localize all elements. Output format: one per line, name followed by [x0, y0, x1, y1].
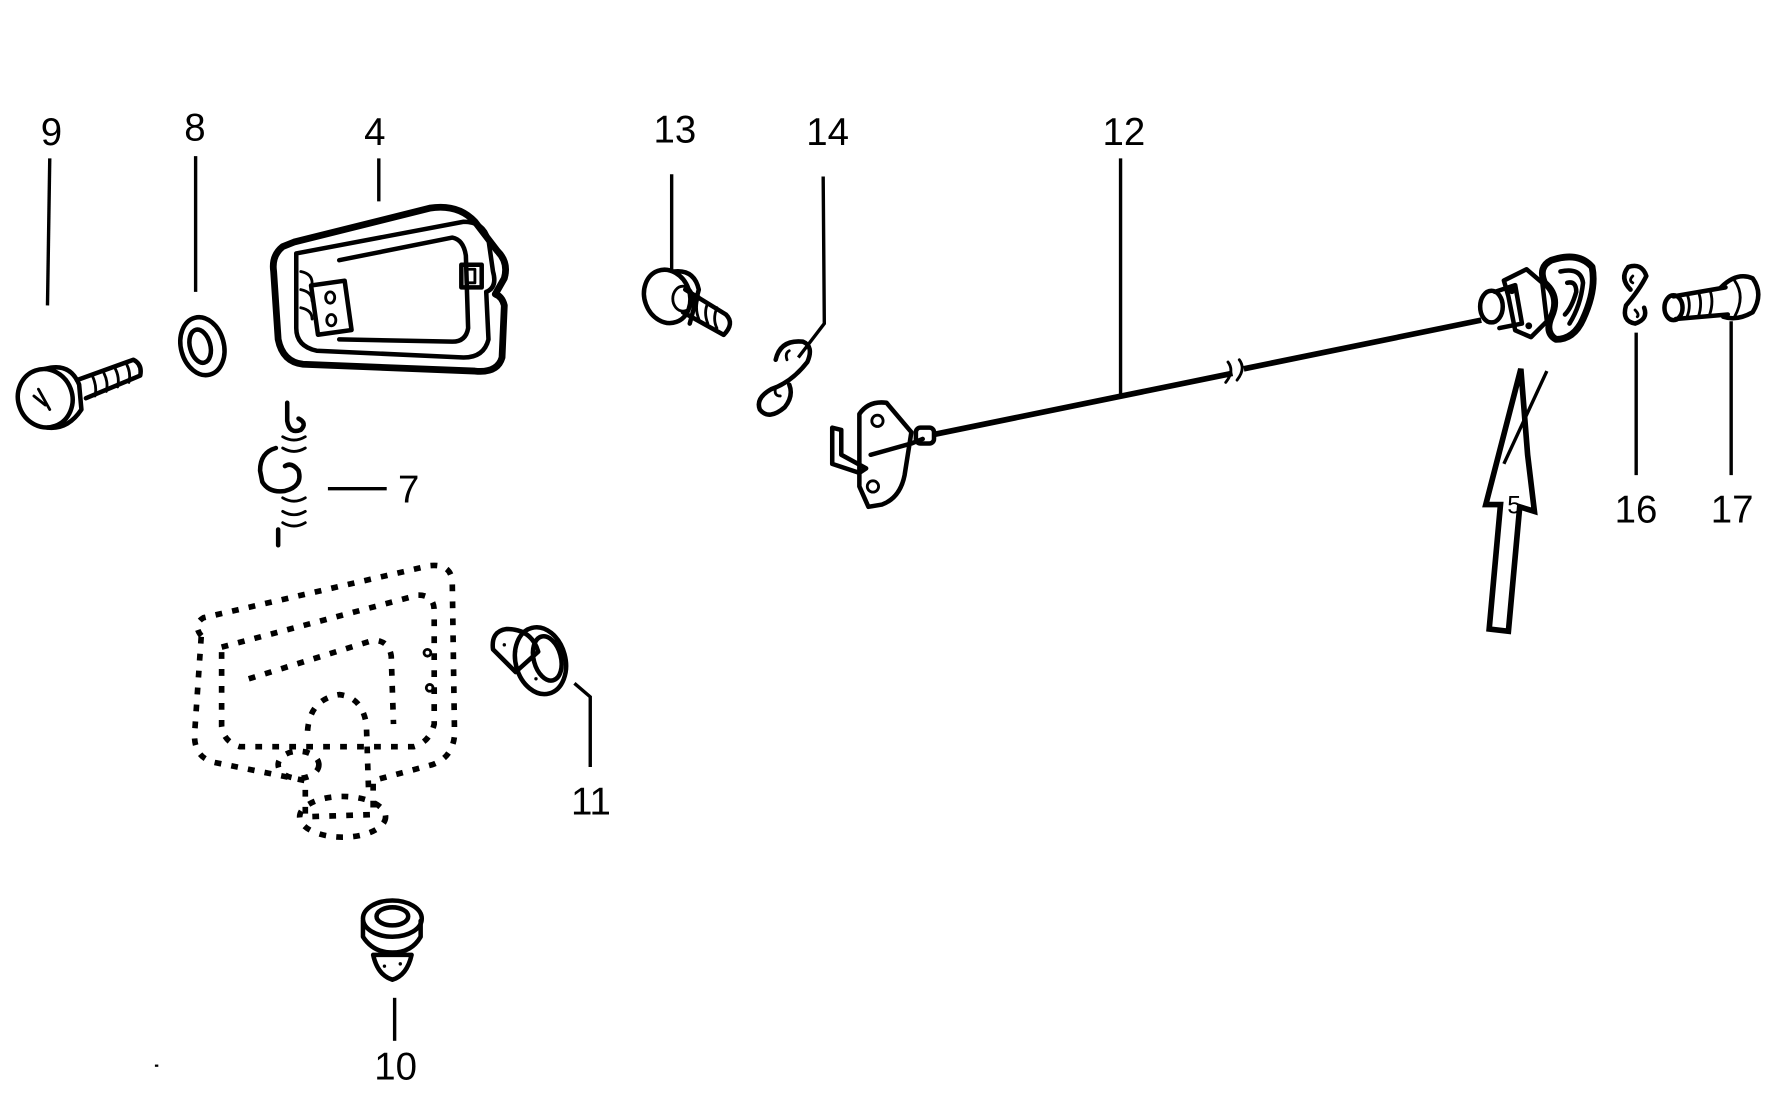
callout-12: 12 — [1102, 111, 1145, 154]
callout-5: 5 — [1507, 492, 1521, 520]
cable-line — [933, 370, 1234, 438]
callout-7: 7 — [398, 468, 419, 511]
washer-icon — [178, 314, 227, 378]
arrow-indicator-icon — [1482, 368, 1538, 635]
cable-end-fitting-icon — [1477, 266, 1550, 340]
part-7-spring: 7 — [257, 400, 419, 548]
callout-17: 17 — [1711, 489, 1754, 532]
cable-bracket-icon — [829, 400, 937, 510]
screw-icon — [641, 267, 733, 338]
part-8-washer: 8 — [178, 106, 227, 378]
callout-13: 13 — [654, 109, 697, 152]
callout-9: 9 — [41, 111, 62, 154]
callout-8: 8 — [184, 106, 205, 149]
leader-5 — [1502, 370, 1549, 465]
part-9-screw: 9 — [15, 111, 143, 431]
part-11-grommet: 11 — [490, 625, 611, 824]
part-12-cable: 12 — [829, 111, 1482, 510]
leader-11 — [573, 682, 592, 768]
callout-14: 14 — [806, 111, 849, 154]
grommet-icon — [490, 625, 569, 697]
screw-icon — [1662, 274, 1761, 323]
leader-9 — [45, 158, 52, 306]
handle-housing-icon — [269, 203, 509, 375]
part-16-s-clip: 16 — [1615, 263, 1658, 532]
part-17-screw: 17 — [1662, 274, 1761, 532]
callout-10: 10 — [374, 1045, 417, 1088]
stray-mark — [154, 1064, 159, 1067]
callout-4: 4 — [364, 111, 385, 154]
rivet-icon — [360, 898, 425, 982]
part-14-s-clip: 14 — [756, 111, 849, 417]
part-4-handle-housing: 4 — [269, 111, 509, 375]
screw-icon — [15, 357, 143, 431]
spring-icon — [257, 400, 307, 548]
part-13-screw: 13 — [641, 109, 733, 338]
leader-14 — [796, 176, 827, 359]
part-5-pull-handle: 5 — [1477, 253, 1597, 635]
mounting-base-outline — [191, 562, 458, 840]
cable-break-mark — [1224, 358, 1244, 384]
part-10-rivet: 10 — [154, 898, 425, 1088]
s-clip-icon — [756, 339, 813, 417]
pull-handle-icon — [1538, 253, 1597, 343]
callout-11: 11 — [571, 781, 611, 824]
s-clip-icon — [1622, 263, 1649, 326]
callout-16: 16 — [1615, 489, 1658, 532]
